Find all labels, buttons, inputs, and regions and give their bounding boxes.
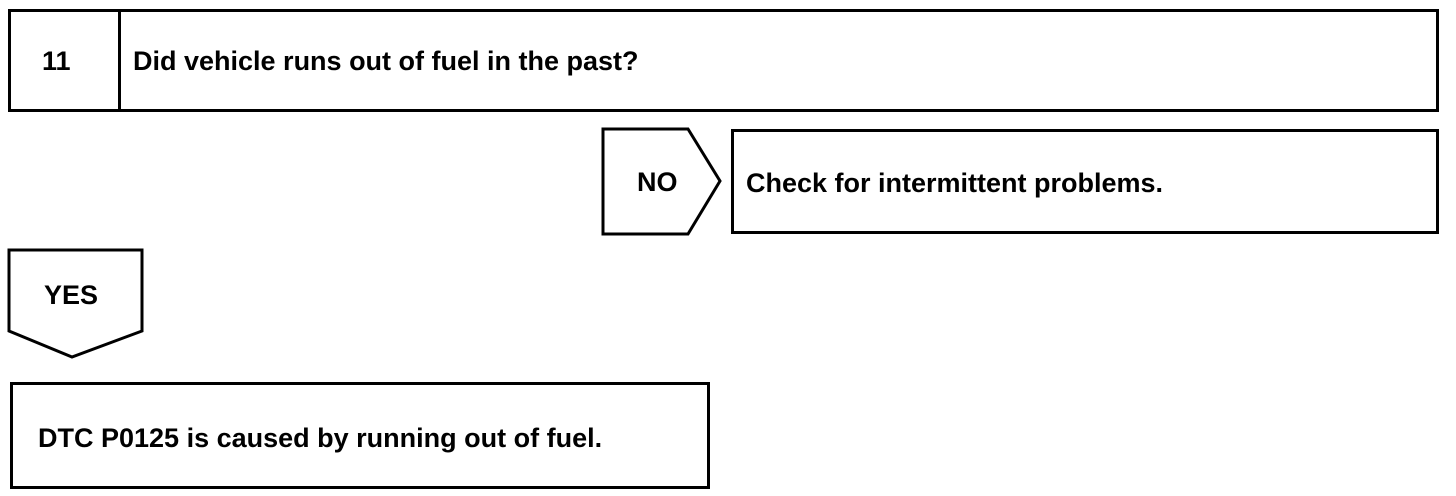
no-result-box: [731, 129, 1439, 234]
step-divider: [118, 9, 121, 112]
no-result-text: Check for intermittent problems.: [746, 168, 1164, 198]
step-question-box: [8, 9, 1439, 112]
yes-branch-label: YES: [44, 280, 99, 310]
yes-result-text: DTC P0125 is caused by running out of fu…: [38, 423, 603, 453]
no-branch-label: NO: [637, 167, 678, 197]
step-number: 11: [42, 46, 71, 76]
step-question: Did vehicle runs out of fuel in the past…: [133, 46, 639, 76]
yes-branch-arrow: [7, 248, 144, 359]
yes-result-box: [10, 382, 710, 489]
